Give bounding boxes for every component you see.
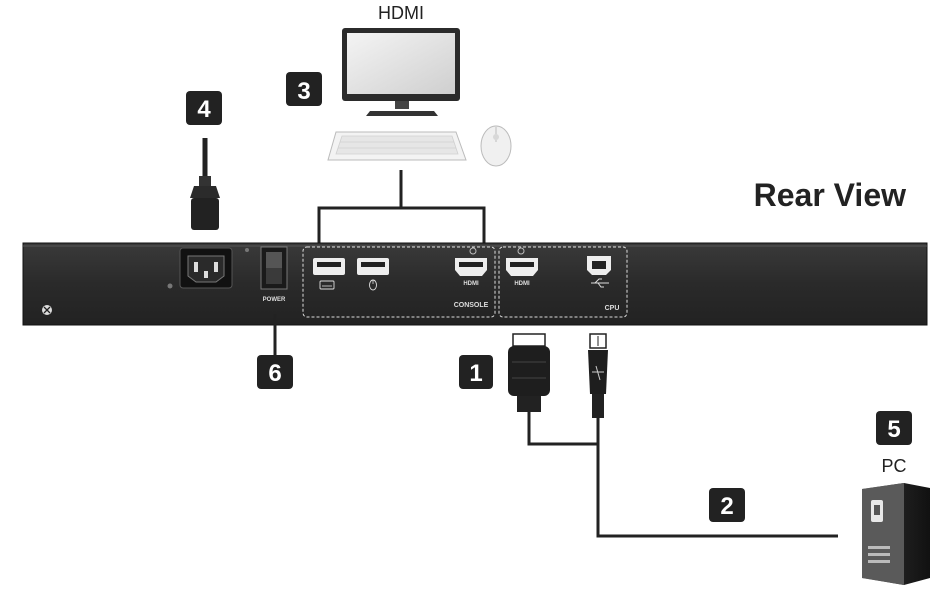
console-connector-lines [317, 170, 486, 245]
usb-symbol-icon [591, 278, 609, 288]
hdmi-cable-connector [508, 333, 550, 412]
badge-1: 1 [459, 355, 493, 389]
power-socket [179, 247, 233, 289]
cable-lines [527, 412, 838, 538]
power-switch[interactable] [260, 246, 288, 290]
console-hdmi-port[interactable] [455, 258, 487, 276]
cpu-hdmi-label: HDMI [514, 281, 530, 287]
badge-4-label: 4 [197, 96, 211, 123]
badge-3: 3 [286, 72, 322, 106]
badge-6-label: 6 [268, 360, 281, 387]
console-port-screw [469, 247, 477, 255]
usb-cable-connector [588, 333, 608, 418]
power-cord-icon [190, 138, 220, 230]
badge-2-label: 2 [720, 493, 733, 520]
cpu-port-group [498, 246, 628, 318]
pc-label: PC [881, 456, 906, 476]
led-indicator [245, 248, 249, 252]
keyboard-icon [327, 131, 467, 161]
cpu-hdmi-port[interactable] [506, 258, 538, 276]
pc-tower-icon [862, 483, 930, 585]
power-label: POWER [263, 297, 286, 303]
usb-mouse-port[interactable] [357, 258, 389, 275]
badge-1-label: 1 [469, 360, 482, 387]
monitor-icon [342, 28, 460, 116]
cpu-usb-b-port[interactable] [587, 256, 611, 275]
badge-5-label: 5 [887, 416, 900, 443]
screw-icon [42, 305, 52, 315]
badge-3-label: 3 [297, 78, 310, 105]
console-group-label: CONSOLE [454, 302, 489, 309]
badge-6: 6 [257, 355, 293, 389]
keyboard-port-icon [319, 280, 335, 290]
monitor-label: HDMI [378, 3, 424, 23]
mouse-port-icon [369, 279, 377, 291]
cpu-port-screw [517, 247, 525, 255]
mouse-icon [480, 125, 512, 167]
console-port-group [302, 246, 496, 318]
rear-panel [22, 242, 928, 326]
badge-5: 5 [876, 411, 912, 445]
diagram-title: Rear View [754, 177, 907, 213]
badge-2: 2 [709, 488, 745, 522]
ground-terminal [167, 283, 173, 289]
console-hdmi-label: HDMI [463, 281, 479, 287]
cpu-group-label: CPU [605, 305, 620, 312]
usb-keyboard-port[interactable] [313, 258, 345, 275]
badge-4: 4 [186, 91, 222, 125]
